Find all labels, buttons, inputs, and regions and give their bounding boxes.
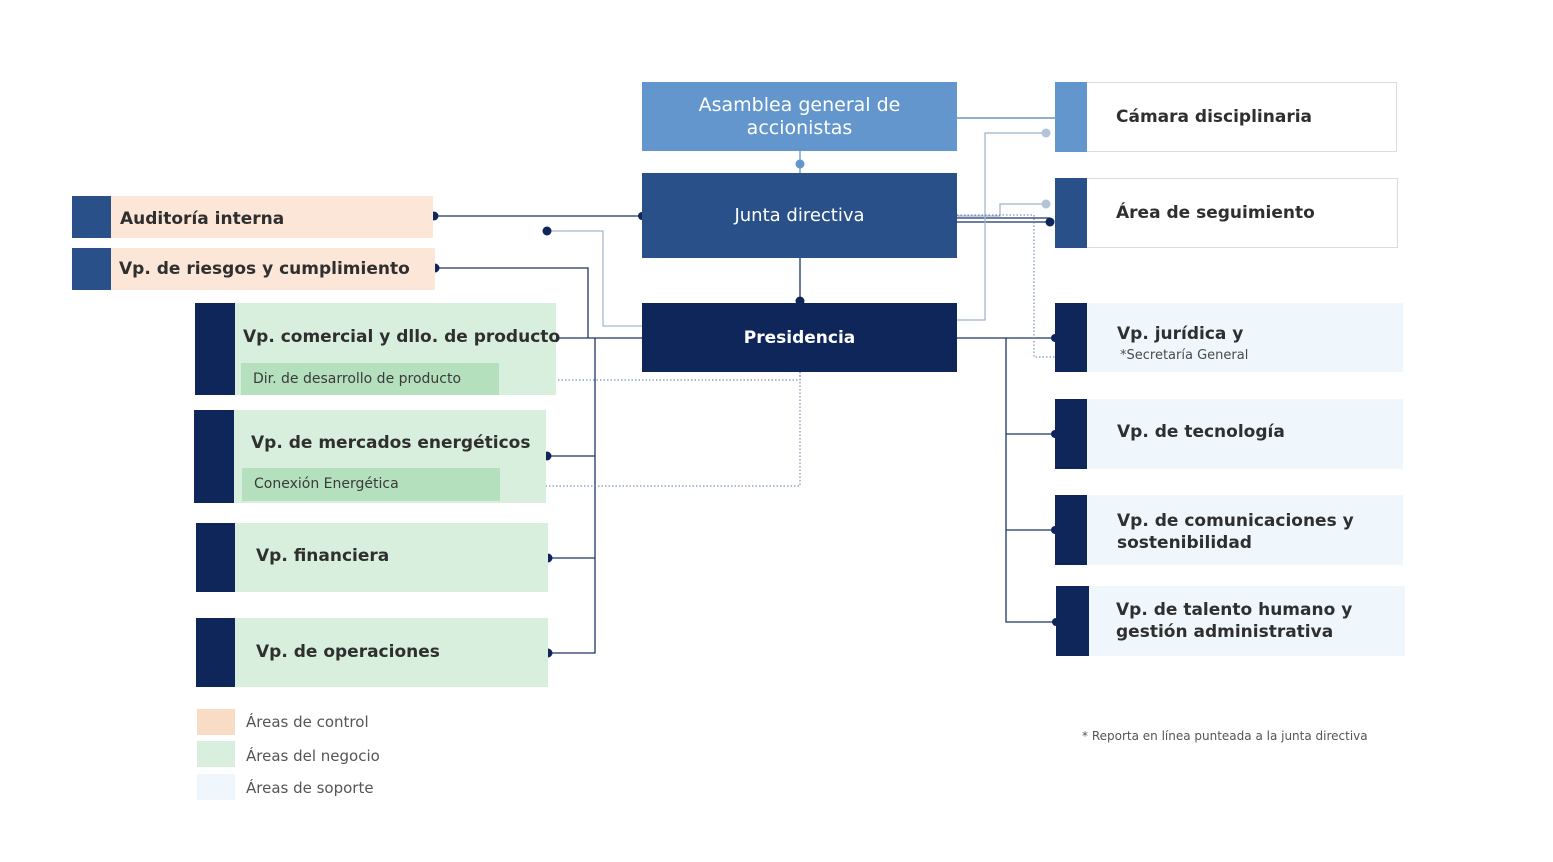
presidencia-box: Presidencia [642, 303, 957, 372]
riesgos-box: Vp. de riesgos y cumplimiento [72, 248, 435, 290]
riesgos-tab [72, 248, 111, 290]
juridica-label: Vp. jurídica y [1117, 324, 1244, 344]
dir-desarrollo-label: Dir. de desarrollo de producto [241, 363, 499, 395]
vp-operaciones-box: Vp. de operaciones [196, 618, 548, 687]
asamblea-box: Asamblea general de accionistas [642, 82, 957, 151]
comunicaciones-label-1: Vp. de comunicaciones y [1117, 511, 1354, 531]
tecnologia-tab [1055, 399, 1087, 469]
comunicaciones-label-2: sostenibilidad [1117, 533, 1252, 553]
camara-tab [1055, 82, 1087, 152]
mercados-tab [194, 410, 234, 503]
area-seguimiento-box: Área de seguimiento [1055, 178, 1398, 248]
footnote: * Reporta en línea punteada a la junta d… [1082, 729, 1368, 743]
comercial-tab [195, 303, 235, 395]
junta-directiva-box: Junta directiva [642, 173, 957, 258]
secretaria-note: *Secretaría General [1120, 348, 1249, 363]
seguimiento-label: Área de seguimiento [1116, 203, 1315, 223]
presidencia-label: Presidencia [743, 327, 856, 348]
vp-comercial-box: Vp. comercial y dllo. de producto Dir. d… [195, 303, 560, 395]
vp-tecnologia-box: Vp. de tecnología [1055, 399, 1403, 469]
financiera-tab [196, 523, 235, 592]
asamblea-label: Asamblea general de accionistas [698, 93, 901, 139]
junta-label: Junta directiva [734, 205, 865, 226]
conexion-label: Conexión Energética [242, 468, 500, 501]
comunicaciones-tab [1055, 495, 1087, 565]
riesgos-label: Vp. de riesgos y cumplimiento [119, 259, 410, 279]
legend-label-soporte: Áreas de soporte [246, 779, 374, 797]
camara-label: Cámara disciplinaria [1116, 107, 1313, 127]
operaciones-tab [196, 618, 235, 687]
mercados-label: Vp. de mercados energéticos [251, 433, 531, 453]
vp-mercados-box: Vp. de mercados energéticos Conexión Ene… [194, 410, 546, 503]
vp-talento-box: Vp. de talento humano y gestión administ… [1056, 586, 1405, 656]
juridica-tab [1055, 303, 1087, 372]
vp-comunicaciones-box: Vp. de comunicaciones y sostenibilidad [1055, 495, 1403, 565]
vp-juridica-box: Vp. jurídica y *Secretaría General [1055, 303, 1403, 372]
auditoria-label: Auditoría interna [120, 209, 285, 229]
legend-label-control: Áreas de control [246, 713, 369, 731]
operaciones-label: Vp. de operaciones [256, 642, 440, 662]
financiera-label: Vp. financiera [256, 546, 390, 566]
talento-label-2: gestión administrativa [1116, 622, 1334, 642]
legend-swatch-control [197, 709, 235, 735]
camara-disciplinaria-box: Cámara disciplinaria [1055, 82, 1397, 152]
comercial-label: Vp. comercial y dllo. de producto [243, 327, 561, 347]
legend-swatch-negocio [197, 741, 235, 767]
auditoria-tab [72, 196, 111, 238]
auditoria-interna-box: Auditoría interna [72, 196, 433, 238]
talento-label-1: Vp. de talento humano y [1116, 600, 1353, 620]
talento-tab [1056, 586, 1089, 656]
vp-financiera-box: Vp. financiera [196, 523, 548, 592]
tecnologia-label: Vp. de tecnología [1117, 422, 1285, 442]
seguimiento-tab [1055, 178, 1087, 248]
legend-label-negocio: Áreas del negocio [246, 747, 380, 765]
legend-swatch-soporte [197, 774, 235, 800]
